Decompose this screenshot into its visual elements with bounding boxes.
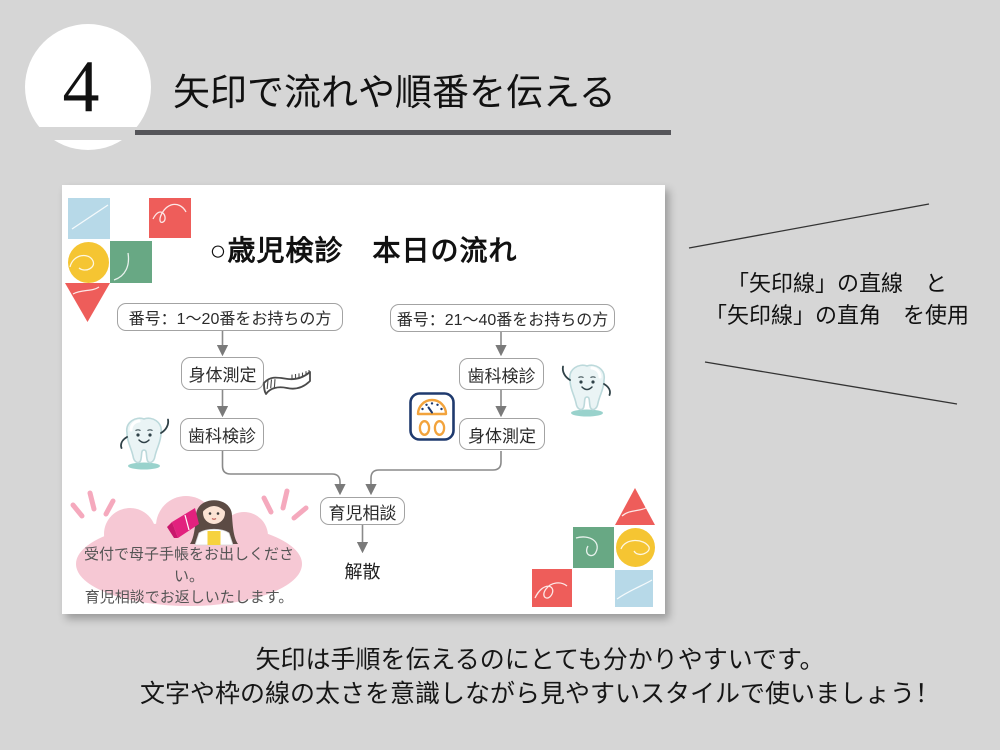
- annotation-text: 「矢印線」の直線 と 「矢印線」の直角 を使用: [672, 268, 1000, 331]
- flowchart-title: ○歳児検診 本日の流れ: [209, 235, 518, 266]
- note-line-2: 育児相談でお返しいたします。: [84, 589, 294, 606]
- toy-blocks-top-left-icon: [65, 198, 191, 322]
- flow-box-merge: 育児相談: [320, 497, 405, 525]
- flow-box-right-step2: 身体測定: [459, 418, 545, 450]
- flow-box-left-step2: 歯科検診: [180, 418, 264, 451]
- annotation-callout-lines: [688, 203, 958, 405]
- title-underline: [135, 130, 671, 135]
- section-number: 4: [62, 46, 100, 128]
- flow-box-entry-left: 番号：1～20番をお持ちの方: [117, 303, 343, 331]
- flow-box-right-step1: 歯科検診: [459, 358, 544, 390]
- caption-line-2: 文字や枠の線の太さを意識しながら見やすいスタイルで使いましょう！: [139, 680, 940, 708]
- slide-card: ○歳児検診 本日の流れ 番号：1～20番をお持ちの方 番号：21～40番をお持ち…: [62, 185, 665, 614]
- flow-box-entry-right: 番号：21～40番をお持ちの方: [390, 304, 615, 332]
- annotation-line-1: 「矢印線」の直線 と: [726, 271, 947, 296]
- note-cloud: [70, 488, 309, 606]
- tooth-character-icon: [120, 417, 170, 470]
- note-line-1: 受付で母子手帳をお出しください。: [83, 546, 294, 585]
- header-band: [0, 127, 160, 140]
- tooth-character-icon: [561, 364, 611, 417]
- note-text: 受付で母子手帳をお出しください。 育児相談でお返しいたします。: [70, 544, 308, 609]
- annotation-line-2: 「矢印線」の直角 を使用: [704, 302, 969, 328]
- caption-line-1: 矢印は手順を伝えるのにとても分かりやすいです。: [255, 646, 825, 674]
- nurse-with-book-illustration: [167, 500, 238, 546]
- page-title: 矢印で流れや順番を伝える: [173, 72, 616, 113]
- toy-blocks-bottom-right-icon: [532, 488, 655, 607]
- weight-scale-icon: [409, 392, 455, 441]
- measuring-tape-icon: [263, 370, 311, 395]
- bottom-caption: 矢印は手順を伝えるのにとても分かりやすいです。 文字や枠の線の太さを意識しながら…: [80, 643, 1000, 711]
- flow-box-left-step1: 身体測定: [181, 357, 264, 390]
- flow-end-label: 解散: [344, 562, 381, 582]
- sparkle-icon: [70, 488, 309, 521]
